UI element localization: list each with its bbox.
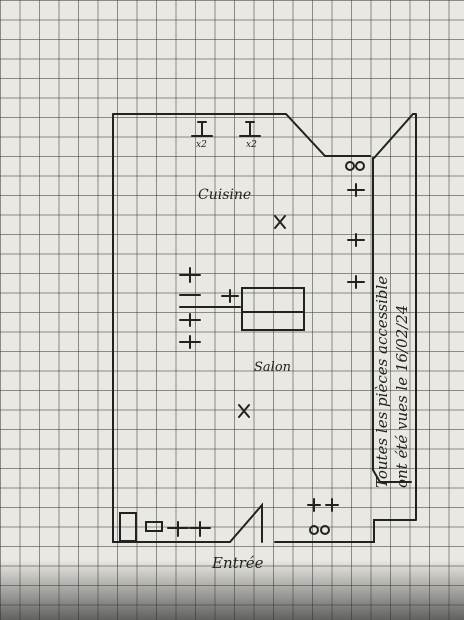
outlet-circle-4: [320, 525, 330, 535]
outlet-right-2: [347, 233, 365, 247]
room-label-entrance: Entrée: [212, 554, 264, 572]
table: [241, 287, 305, 331]
outlet-entrance-3: [307, 498, 321, 512]
outlet-left-3: [179, 313, 201, 327]
inspection-note-line-1: Toutes les pièces accessible: [373, 275, 391, 488]
room-label-living: Salon: [254, 360, 292, 375]
wall-outline: [112, 113, 417, 543]
symbol-label-left: x2: [196, 140, 207, 150]
outlet-entrance-4: [325, 498, 339, 512]
outlet-symbol-top-right: [239, 121, 261, 137]
outlet-circle-3: [309, 525, 319, 535]
outlet-entrance-1: [167, 521, 189, 537]
outlet-right-3: [347, 275, 365, 289]
outlet-table-left: [221, 289, 239, 303]
fridge: [119, 512, 137, 542]
kitchen-door-swing: [285, 113, 371, 157]
outlet-left-4: [179, 335, 201, 349]
inner-wall-right: [372, 157, 412, 483]
outlet-right-1: [347, 183, 365, 197]
outlet-left-1: [179, 267, 201, 283]
room-label-kitchen: Cuisine: [198, 187, 252, 203]
sink: [145, 521, 163, 532]
light-living: [238, 404, 250, 418]
symbol-label-right: x2: [246, 140, 257, 150]
outlet-symbol-top-left: [191, 121, 213, 137]
light-kitchen: [274, 215, 286, 229]
outlet-entrance-2: [189, 521, 211, 537]
outlet-circle-2: [355, 161, 365, 171]
inspection-note: Toutes les pièces accessible ont été vue…: [372, 276, 412, 488]
inspection-note-line-2: ont été vues le 16/02/24: [393, 304, 411, 488]
outlet-circle-1: [345, 161, 355, 171]
entrance-door: [229, 502, 263, 543]
